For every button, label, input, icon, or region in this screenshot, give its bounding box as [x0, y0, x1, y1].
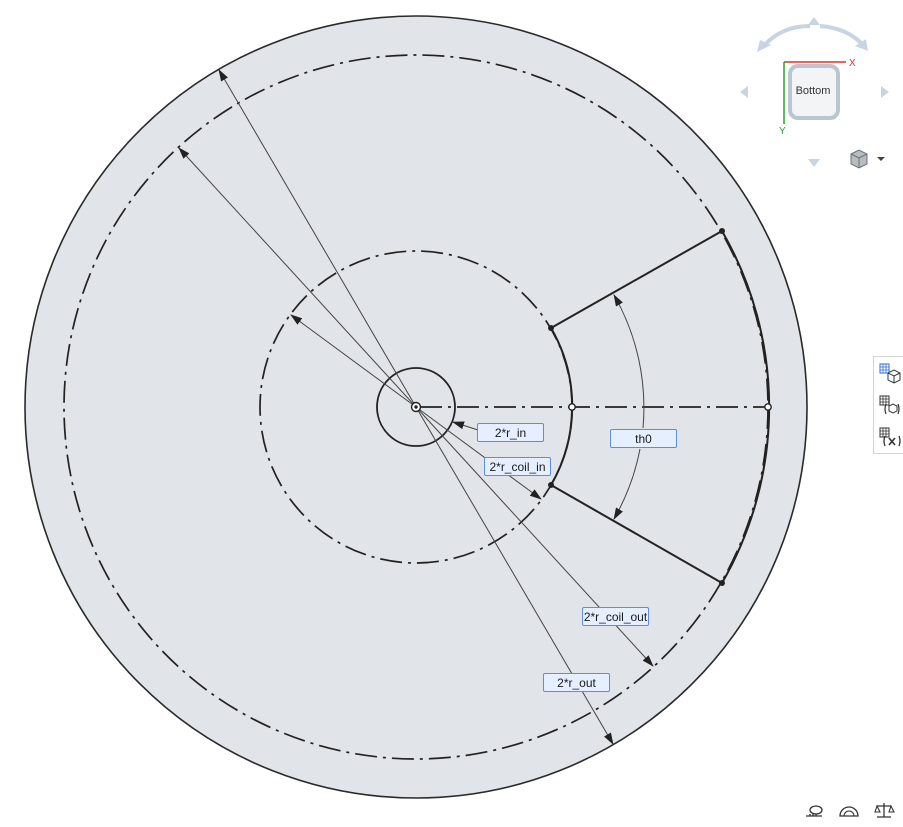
- dimension-r-coil-in[interactable]: 2*r_coil_in: [484, 457, 551, 476]
- nav-up-arrow-icon[interactable]: [808, 17, 820, 25]
- nav-down-arrow-icon[interactable]: [808, 159, 820, 167]
- centerline-point[interactable]: [764, 403, 772, 411]
- sector-vertex-point[interactable]: [548, 325, 554, 331]
- sector-edge-top[interactable]: [550, 230, 723, 329]
- chevron-down-icon: [877, 157, 885, 161]
- dimension-r-out[interactable]: 2*r_out: [543, 673, 610, 692]
- dimension-th0[interactable]: th0: [610, 429, 677, 448]
- dimension-r-in[interactable]: 2*r_in: [477, 423, 544, 442]
- measure-tape-icon: [806, 805, 823, 817]
- side-toolbar: [873, 356, 903, 454]
- sector-vertex-point[interactable]: [548, 482, 554, 488]
- side-tool-button[interactable]: [878, 393, 902, 419]
- dimension-r-coil-out[interactable]: 2*r_coil_out: [582, 607, 649, 626]
- sector-vertex-point[interactable]: [719, 580, 725, 586]
- r-coil-in-leader-lower: [415, 406, 542, 500]
- side-tool-button[interactable]: [878, 361, 902, 387]
- measure-button[interactable]: [803, 800, 825, 822]
- view-mode-dropdown[interactable]: [848, 148, 886, 170]
- nav-right-arrow-icon[interactable]: [881, 86, 889, 98]
- centerline-point[interactable]: [568, 403, 576, 411]
- r-coil-out-leader-upper: [178, 147, 417, 408]
- rotate-cw-arrow-icon[interactable]: [819, 24, 866, 48]
- side-tool-button[interactable]: [878, 425, 902, 451]
- view-cube[interactable]: X Y: [738, 14, 898, 174]
- grid-variable-icon: [879, 427, 901, 447]
- cube-face-bottom[interactable]: [788, 64, 840, 120]
- cube-icon: [850, 149, 885, 169]
- sector-edge-bottom[interactable]: [550, 484, 723, 584]
- th0-arc-lower: [613, 448, 641, 520]
- grid-frame-icon: [879, 395, 900, 415]
- angle-button[interactable]: [838, 800, 860, 822]
- balance-icon: [874, 803, 895, 818]
- axis-y-label: Y: [779, 126, 786, 137]
- origin-point-center: [414, 405, 418, 409]
- r-in-leader: [452, 421, 479, 431]
- cube-face-label: Bottom: [795, 85, 831, 97]
- grid-cube-icon: [879, 363, 901, 384]
- th0-arc-upper: [613, 294, 645, 429]
- r-out-leader-upper: [218, 69, 417, 408]
- nav-left-arrow-icon[interactable]: [740, 86, 748, 98]
- protractor-icon: [839, 806, 859, 817]
- mass-properties-button[interactable]: [873, 800, 895, 822]
- sector-vertex-point[interactable]: [719, 228, 725, 234]
- r-coil-in-leader-upper: [290, 314, 417, 408]
- axis-x-label: X: [849, 58, 856, 69]
- inner-circle[interactable]: [376, 367, 456, 447]
